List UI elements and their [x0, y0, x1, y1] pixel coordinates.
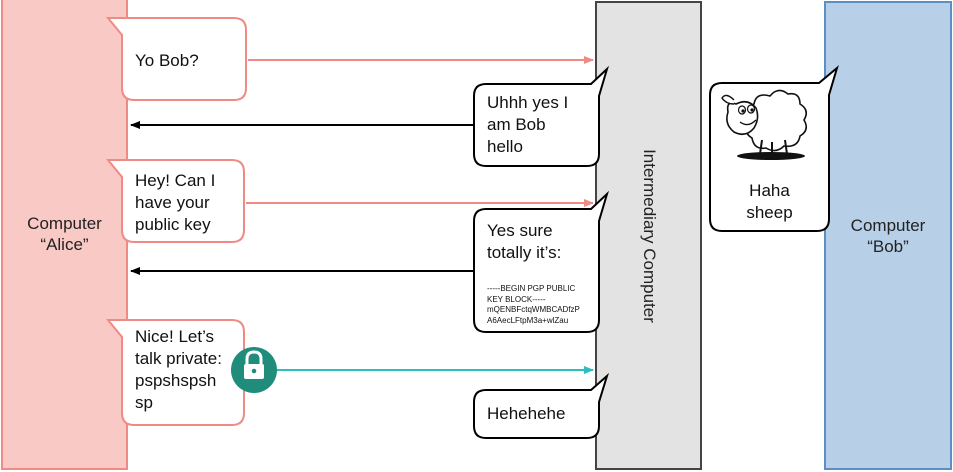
message-nice-lets: Nice! Let’s talk private: pspshspsh sp [135, 327, 222, 412]
bob-computer-column: Computer “Bob” [824, 1, 952, 470]
bubble-hehehe [473, 372, 609, 439]
lock-icon [231, 347, 277, 393]
alice-computer-label: Computer “Alice” [27, 214, 102, 254]
sheep-icon [721, 89, 808, 160]
bubble-hey-can-i [105, 159, 245, 243]
message-hehehe: Hehehehe [487, 404, 566, 423]
message-hey-can-i: Hey! Can I have your public key [135, 171, 216, 234]
pgp-public-key-block: -----BEGIN PGP PUBLIC KEY BLOCK----- mQE… [487, 284, 580, 325]
bubble-uhhh-yes [473, 65, 610, 167]
message-haha-sheep: Haha sheep [746, 181, 793, 222]
alice-computer-column: Computer “Alice” [1, 0, 128, 470]
message-yes-sure: Yes sure totally it’s: [487, 221, 562, 262]
bubble-yo-bob [105, 17, 247, 101]
bob-computer-label: Computer “Bob” [850, 215, 926, 256]
bubble-nice-lets [105, 319, 245, 426]
message-uhhh-yes: Uhhh yes I am Bob hello [487, 93, 569, 156]
bubble-yes-sure [473, 190, 610, 333]
intermediary-computer-column: Intermediary Computer [595, 1, 702, 470]
message-yo-bob: Yo Bob? [135, 51, 199, 70]
